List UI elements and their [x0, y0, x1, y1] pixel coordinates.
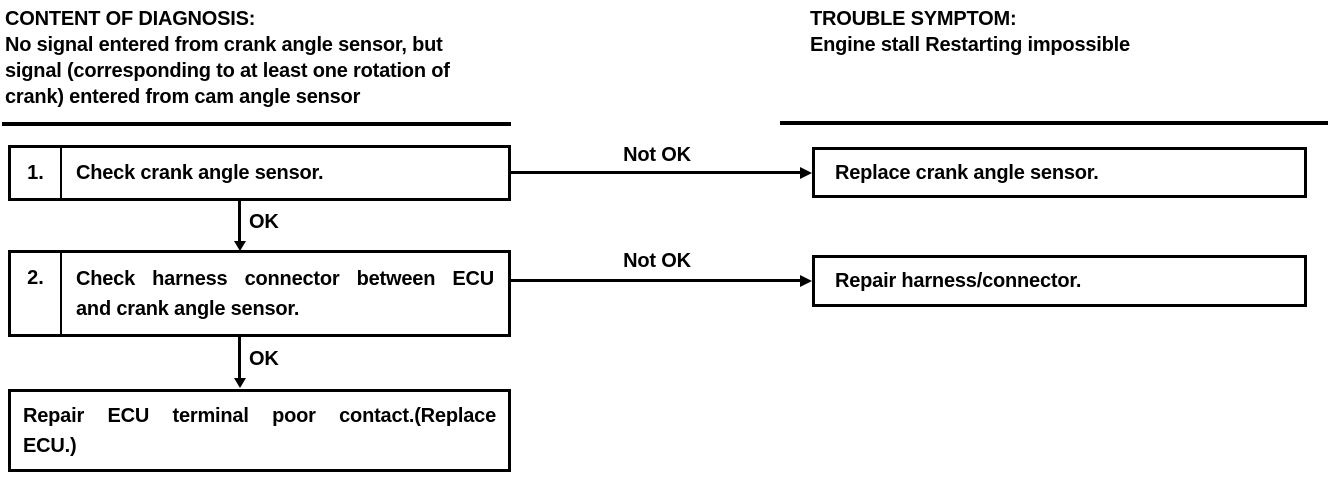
result-2-box: Repair harness/connector.: [812, 255, 1307, 307]
not-ok-arrow-1: [511, 167, 812, 179]
final-action-line-2: ECU.): [23, 434, 77, 457]
result-1-box: Replace crank angle sensor.: [812, 147, 1307, 198]
step-2-number: 2.: [11, 253, 62, 334]
not-ok-arrow-2: [511, 275, 812, 287]
ok-arrow-1: [234, 201, 246, 251]
diagnosis-line-3: crank) entered from cam angle sensor: [5, 86, 361, 108]
ok-label-2: OK: [249, 348, 279, 370]
result-1-text: Replace crank angle sensor.: [835, 161, 1099, 184]
ok-label-1: OK: [249, 211, 279, 233]
trouble-symptom-heading: TROUBLE SYMPTOM: Engine stall Restarting…: [810, 6, 1320, 58]
trouble-symptom-title: TROUBLE SYMPTOM:: [810, 8, 1017, 30]
content-of-diagnosis-title: CONTENT OF DIAGNOSIS:: [5, 8, 256, 30]
final-action-line-1: Repair ECU terminal poor contact.(Replac…: [23, 404, 496, 427]
not-ok-label-1: Not OK: [623, 144, 691, 166]
diagnosis-line-2: signal (corresponding to at least one ro…: [5, 60, 450, 82]
result-2-text: Repair harness/connector.: [835, 270, 1082, 292]
step-1-text: Check crank angle sensor.: [76, 162, 324, 184]
trouble-symptom-line: Engine stall Restarting impossible: [810, 34, 1130, 56]
step-2-box: 2. Check harness connector between ECU a…: [8, 250, 511, 337]
step-1-box: 1. Check crank angle sensor.: [8, 145, 511, 201]
diagnosis-line-1: No signal entered from crank angle senso…: [5, 34, 443, 56]
ok-arrow-2: [234, 337, 246, 388]
content-of-diagnosis-heading: CONTENT OF DIAGNOSIS: No signal entered …: [5, 6, 525, 110]
symptom-underline: [780, 121, 1328, 125]
final-action-box: Repair ECU terminal poor contact.(Replac…: [8, 389, 511, 472]
step-2-text-line-2: and crank angle sensor.: [76, 297, 300, 320]
diagnosis-underline: [2, 122, 511, 126]
step-2-text-line-1: Check harness connector between ECU: [76, 267, 494, 290]
not-ok-label-2: Not OK: [623, 250, 691, 272]
step-1-number: 1.: [11, 148, 62, 198]
